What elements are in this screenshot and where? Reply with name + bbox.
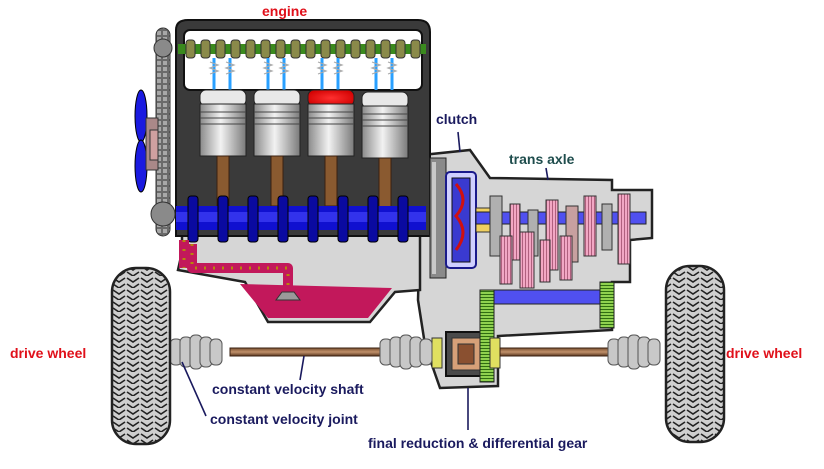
cam-lobe xyxy=(380,39,391,59)
cv-boot-ring xyxy=(419,338,433,366)
cv-boot-ring xyxy=(209,338,223,366)
gear xyxy=(489,195,503,257)
cam-lobe xyxy=(275,39,286,59)
label-engine: engine xyxy=(262,3,307,19)
cam-lobe xyxy=(185,39,196,59)
cv-boot xyxy=(379,334,433,370)
label-final-reduction: final reduction & differential gear xyxy=(368,435,588,451)
timing-chain xyxy=(150,27,176,237)
crank-web xyxy=(247,195,259,243)
pistons xyxy=(199,89,409,209)
crank-web xyxy=(307,195,319,243)
cv-boot xyxy=(607,334,661,370)
cam-lobe xyxy=(215,39,226,59)
cam-lobes xyxy=(185,39,421,59)
cam-lobe xyxy=(395,39,406,59)
differential-icon xyxy=(431,281,615,383)
valve-spring xyxy=(262,61,274,75)
label-trans-axle: trans axle xyxy=(509,151,575,167)
crankshaft xyxy=(176,195,426,243)
label-cv-shaft: constant velocity shaft xyxy=(212,381,364,397)
cam-lobe xyxy=(200,39,211,59)
piston xyxy=(199,103,247,157)
cam-lobe xyxy=(260,39,271,59)
cam-lobe xyxy=(320,39,331,59)
valves xyxy=(208,58,398,90)
label-drive-wheel-right: drive wheel xyxy=(726,345,802,361)
label-cv-joint: constant velocity joint xyxy=(210,411,358,427)
fan-pulley xyxy=(134,89,159,193)
crank-web xyxy=(217,195,229,243)
cam-lobe xyxy=(410,39,421,59)
wheel-icon xyxy=(110,264,726,446)
crank-web xyxy=(187,195,199,243)
piston xyxy=(361,105,409,159)
cam-lobe xyxy=(290,39,301,59)
valve-spring xyxy=(386,61,398,75)
valve-spring xyxy=(316,61,328,75)
cam-lobe xyxy=(230,39,241,59)
gear xyxy=(617,193,631,265)
gear xyxy=(539,239,551,283)
oil-pickup xyxy=(179,240,301,301)
cv-boot xyxy=(169,334,223,370)
piston xyxy=(253,103,301,157)
camshaft xyxy=(178,39,426,59)
connecting-rod xyxy=(378,157,392,209)
piston xyxy=(307,103,355,157)
cam-lobe xyxy=(350,39,361,59)
gear xyxy=(601,203,613,251)
label-clutch: clutch xyxy=(436,111,477,127)
valve-spring xyxy=(224,61,236,75)
gear xyxy=(519,231,535,289)
cam-lobe xyxy=(245,39,256,59)
oil-pan xyxy=(176,230,422,324)
cam-lobe xyxy=(365,39,376,59)
valve-spring xyxy=(370,61,382,75)
connecting-rod xyxy=(324,155,338,207)
gear xyxy=(583,195,597,257)
gear xyxy=(499,235,513,285)
cam-lobe xyxy=(305,39,316,59)
leader-lines xyxy=(181,131,549,430)
cam-lobe xyxy=(335,39,346,59)
valve-spring xyxy=(208,61,220,75)
valve-spring xyxy=(278,61,290,75)
crank-web xyxy=(337,195,349,243)
label-drive-wheel-left: drive wheel xyxy=(10,345,86,361)
gear xyxy=(559,235,573,281)
valve-spring xyxy=(332,61,344,75)
gearbox-graphic xyxy=(475,193,647,305)
crank-web xyxy=(367,195,379,243)
cv-boot-ring xyxy=(647,338,661,366)
crank-web xyxy=(277,195,289,243)
crank-web xyxy=(397,195,409,243)
